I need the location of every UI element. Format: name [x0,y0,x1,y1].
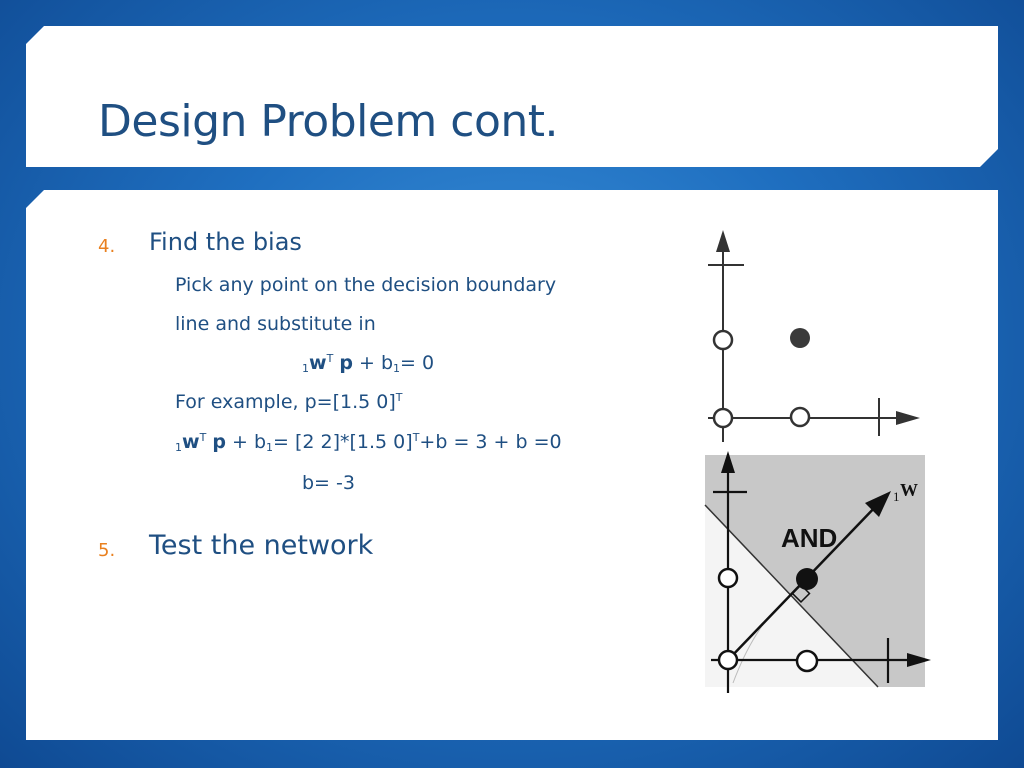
eq1-sup: T [326,352,334,365]
eq2-sup: T [199,431,207,444]
input-space-figure [708,230,920,442]
example-line: For example, p=[1.5 0]T [175,391,402,413]
eq2-sup2: T [412,431,420,444]
y-axis-arrow [721,451,735,473]
point-1-0 [795,649,819,673]
point-0-0 [712,407,734,429]
step-4-number: 4. [98,236,116,257]
point-1-1 [790,328,810,348]
eq2-w: w [182,431,200,453]
and-label: AND [781,523,837,553]
step-4-line-1: Pick any point on the decision boundary [175,274,557,296]
eq2-rest2: = [2 2]*[1.5 0] [273,431,413,453]
eq1-rest2: = 0 [400,352,435,374]
eq2-p: p [212,431,226,453]
point-1-1 [796,568,818,590]
slide-title: Design Problem cont. [98,96,559,147]
step-5-number: 5. [98,540,116,561]
point-0-0 [717,649,739,671]
x-axis-arrow [896,411,920,425]
bias-result: b= -3 [302,472,355,494]
w-label: W [900,480,918,500]
decision-boundary [704,504,879,688]
eq2-sub: 1 [266,441,274,454]
eq2-rest1: + b [225,431,267,453]
eq1-rest1: + b [352,352,394,374]
equation-boundary: 1wT p + b1= 0 [302,352,434,375]
step-5-heading: Test the network [149,530,374,561]
eq2-rest3: +b = 3 + b =0 [419,431,562,453]
point-0-1 [717,567,739,589]
w-label-prefix: 1 [893,489,900,504]
y-axis-arrow [716,230,730,252]
and-decision-figure: AND 1 W [693,443,931,695]
eq1-sub: 1 [393,362,401,375]
step-4-heading: Find the bias [149,228,302,256]
weight-vector-arrow [865,491,891,517]
point-1-0 [789,406,811,428]
example-text: For example, p=[1.5 0] [175,391,396,413]
example-sup: T [395,391,403,404]
point-0-1 [712,329,734,351]
eq1-w: w [309,352,327,374]
eq2-pre: 1 [175,441,182,454]
eq1-p: p [339,352,353,374]
content-panel: 4. Find the bias Pick any point on the d… [26,190,998,740]
title-panel: Design Problem cont. [26,26,998,167]
step-4-line-2: line and substitute in [175,313,376,335]
equation-example: 1wT p + b1= [2 2]*[1.5 0]T+b = 3 + b =0 [175,431,562,454]
eq1-pre: 1 [302,362,309,375]
x-axis-arrow [907,653,931,667]
